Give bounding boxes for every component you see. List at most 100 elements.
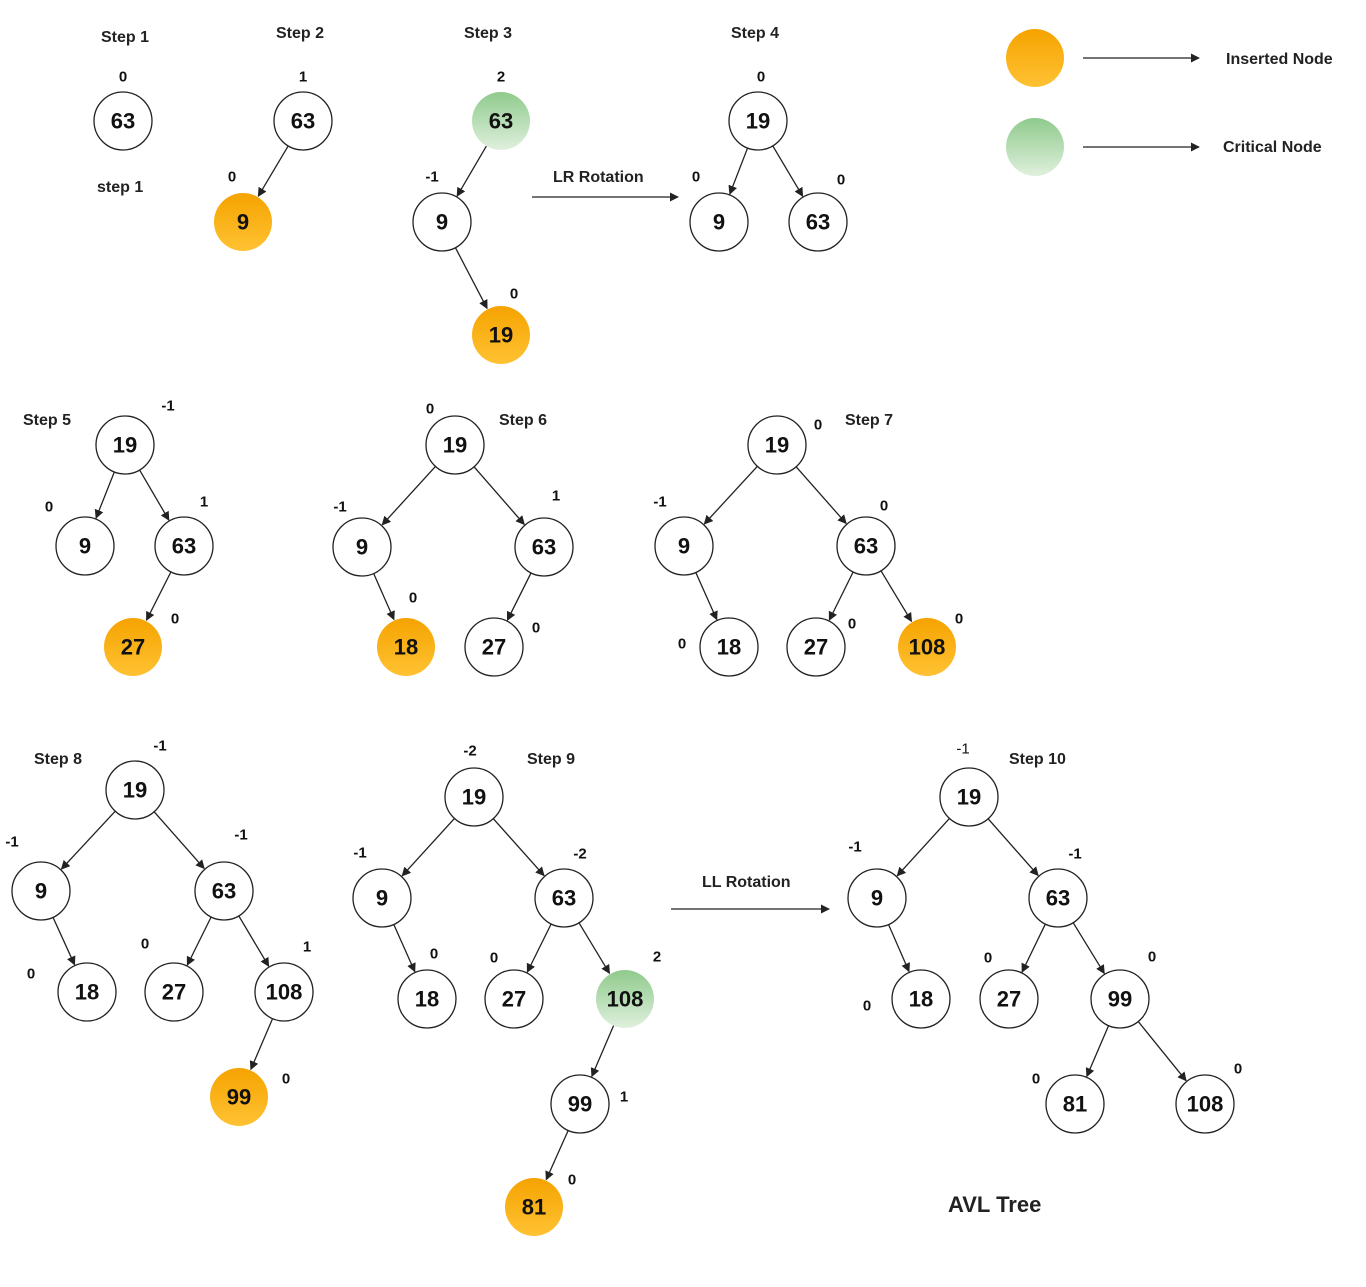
step3-node-19: 190 xyxy=(472,286,530,364)
normal-node-circle xyxy=(464,617,524,677)
normal-node-circle xyxy=(550,1074,610,1134)
balance-factor: 0 xyxy=(1148,949,1156,966)
legend-critical-label: Critical Node xyxy=(1223,139,1322,156)
step10-edge-3 xyxy=(1021,923,1046,973)
balance-factor: 1 xyxy=(303,939,311,956)
step6-edge-0 xyxy=(381,465,436,526)
normal-node-circle xyxy=(1028,868,1088,928)
normal-node-circle xyxy=(1045,1074,1105,1134)
balance-factor: 0 xyxy=(426,401,434,418)
balance-factor: 0 xyxy=(430,946,438,963)
node-value: 9 xyxy=(376,886,388,911)
step9-node-19: 19-2 xyxy=(444,743,504,827)
normal-node-circle xyxy=(352,868,412,928)
normal-node-circle xyxy=(979,969,1039,1029)
normal-node-circle xyxy=(11,861,71,921)
step2-edge-0 xyxy=(257,145,289,197)
normal-node-circle xyxy=(786,617,846,677)
step7-node-27: 270 xyxy=(786,616,856,677)
normal-node-circle xyxy=(484,969,544,1029)
node-value: 63 xyxy=(172,534,196,559)
balance-factor: -1 xyxy=(653,494,666,511)
step5-node-9: 90 xyxy=(45,499,115,576)
node-value: 9 xyxy=(35,879,47,904)
step8-edge-1 xyxy=(153,811,205,870)
normal-node-circle xyxy=(689,192,749,252)
step6-node-18: 180 xyxy=(377,590,435,676)
normal-node-circle xyxy=(332,517,392,577)
normal-node-circle xyxy=(55,516,115,576)
normal-node-circle xyxy=(1090,969,1150,1029)
step7-node-19: 190 xyxy=(747,415,822,475)
step-4-label: Step 4 xyxy=(731,25,779,42)
normal-node-circle xyxy=(93,91,153,151)
node-value: 81 xyxy=(522,1195,546,1220)
step9-node-18: 180 xyxy=(397,946,457,1029)
normal-node-circle xyxy=(273,91,333,151)
step8-edge-5 xyxy=(249,1018,274,1071)
normal-node-circle xyxy=(939,767,999,827)
step10-edge-2 xyxy=(887,924,910,973)
step3-node-9: 9-1 xyxy=(412,169,472,252)
balance-factor: -2 xyxy=(573,846,586,863)
balance-factor: 0 xyxy=(678,636,686,653)
step10-edge-6 xyxy=(1137,1021,1187,1082)
node-value: 9 xyxy=(356,535,368,560)
node-value: 63 xyxy=(212,879,236,904)
step4-node-9: 90 xyxy=(689,169,749,252)
edges-layer xyxy=(52,53,1200,1181)
balance-factor: 1 xyxy=(299,69,307,86)
balance-factor: 0 xyxy=(568,1172,576,1189)
step10-node-99: 990 xyxy=(1090,949,1156,1029)
node-value: 19 xyxy=(443,433,467,458)
step7-edge-0 xyxy=(703,465,758,525)
step-3-label: Step 3 xyxy=(464,25,512,42)
critical-node-circle xyxy=(596,970,654,1028)
node-value: 9 xyxy=(79,534,91,559)
normal-node-circle xyxy=(534,868,594,928)
balance-factor: 0 xyxy=(409,590,417,607)
step8-edge-3 xyxy=(186,916,212,966)
node-value: 9 xyxy=(678,534,690,559)
normal-node-circle xyxy=(254,962,314,1022)
step10-node-18: 180 xyxy=(863,969,951,1029)
balance-factor: 0 xyxy=(955,611,963,628)
balance-factor: 0 xyxy=(510,286,518,303)
node-value: 27 xyxy=(997,987,1021,1012)
inserted-node-circle xyxy=(898,618,956,676)
balance-factor: -1 xyxy=(5,834,18,851)
step5-node-19: 19-1 xyxy=(95,398,175,475)
lr-rotation-label: LR Rotation xyxy=(553,169,644,186)
step-9-label: Step 9 xyxy=(527,751,575,768)
normal-node-circle xyxy=(699,617,759,677)
inserted-node-circle xyxy=(377,618,435,676)
node-value: 18 xyxy=(909,987,933,1012)
balance-factor: 0 xyxy=(757,69,765,86)
step6-node-27: 270 xyxy=(464,617,540,677)
balance-factor: 0 xyxy=(1032,1071,1040,1088)
normal-node-circle xyxy=(95,415,155,475)
balance-factor: 0 xyxy=(119,69,127,86)
node-value: 63 xyxy=(552,886,576,911)
step4-edge-1 xyxy=(772,145,804,197)
step5-node-27: 270 xyxy=(104,611,179,676)
step1-node-63: 630 xyxy=(93,69,153,151)
balance-factor: -1 xyxy=(161,398,174,415)
step9-edge-2 xyxy=(393,924,416,973)
normal-node-circle xyxy=(891,969,951,1029)
node-value: 63 xyxy=(489,109,513,134)
balance-factor: 2 xyxy=(653,949,661,966)
balance-factor: -1 xyxy=(153,738,166,755)
step-2-label: Step 2 xyxy=(276,25,324,42)
balance-factor: 0 xyxy=(490,950,498,967)
normal-node-circle xyxy=(444,767,504,827)
normal-node-circle xyxy=(1175,1074,1235,1134)
normal-node-circle xyxy=(194,861,254,921)
balance-factor: -1 xyxy=(425,169,438,186)
step4-node-63: 630 xyxy=(788,172,848,252)
step-5-label: Step 5 xyxy=(23,412,71,429)
node-value: 19 xyxy=(462,785,486,810)
node-value: 63 xyxy=(532,535,556,560)
step8-node-18: 180 xyxy=(27,962,117,1022)
